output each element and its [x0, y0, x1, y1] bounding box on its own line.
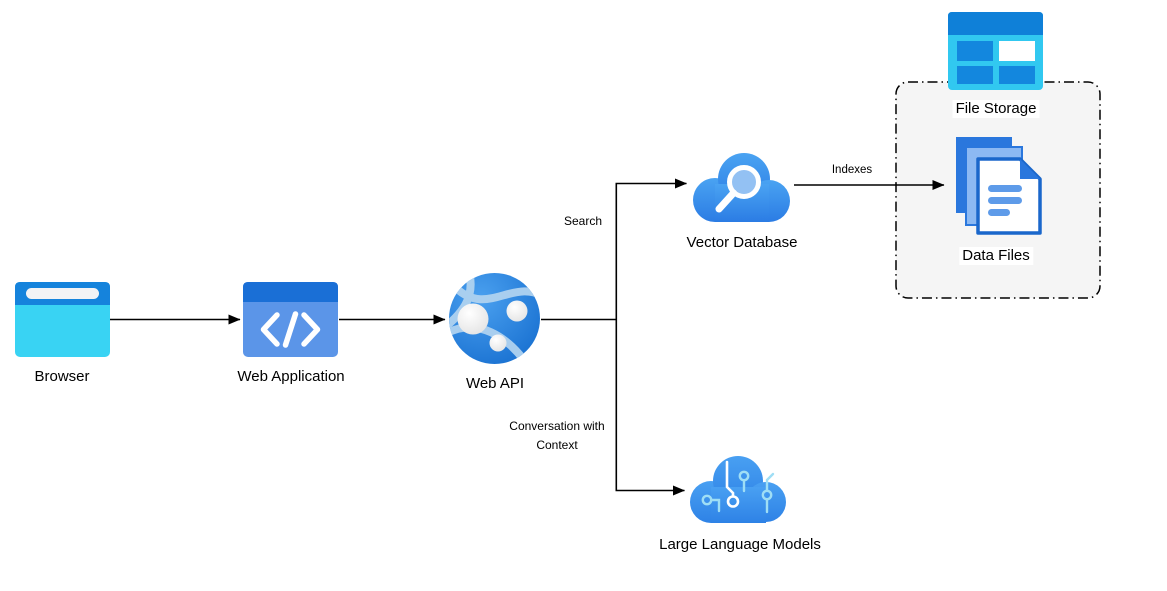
search-edge-label: Search	[561, 212, 605, 231]
file-storage-label: File Storage	[952, 100, 1040, 118]
browser-icon	[15, 282, 110, 357]
indexes-edge-label: Indexes	[829, 161, 875, 180]
storage-tiles	[957, 41, 1035, 84]
edge-webapi-to-vectordb	[615, 178, 687, 320]
web-application-label: Web Application	[234, 368, 348, 386]
large-language-models-label: Large Language Models	[656, 536, 824, 554]
web-application-icon	[243, 282, 338, 357]
globe-node-small	[489, 334, 507, 352]
document-fold-corner	[1020, 159, 1040, 179]
conversation-edge-label: Conversation with Context	[499, 417, 615, 455]
webapp-title-bar	[243, 282, 338, 302]
browser-address-bar	[26, 288, 99, 299]
circuit-traces	[701, 460, 775, 514]
vector-database-label: Vector Database	[683, 234, 801, 252]
globe-node-medium	[506, 300, 528, 322]
web-api-label: Web API	[462, 375, 528, 393]
data-files-label: Data Files	[959, 247, 1033, 265]
vector-database-icon	[693, 153, 790, 222]
browser-label: Browser	[31, 368, 93, 386]
edge-webapi-to-llm	[615, 319, 685, 496]
document-text-lines	[988, 185, 1022, 216]
data-files-icon	[956, 137, 1042, 235]
large-language-models-icon	[690, 456, 786, 523]
magnifier-icon	[715, 165, 761, 213]
web-api-icon	[449, 273, 540, 364]
globe-node-large	[457, 303, 489, 335]
storage-header-band	[948, 12, 1043, 35]
code-brackets-icon	[260, 311, 321, 348]
cloud-shape	[690, 456, 786, 523]
file-storage-icon	[948, 12, 1043, 90]
